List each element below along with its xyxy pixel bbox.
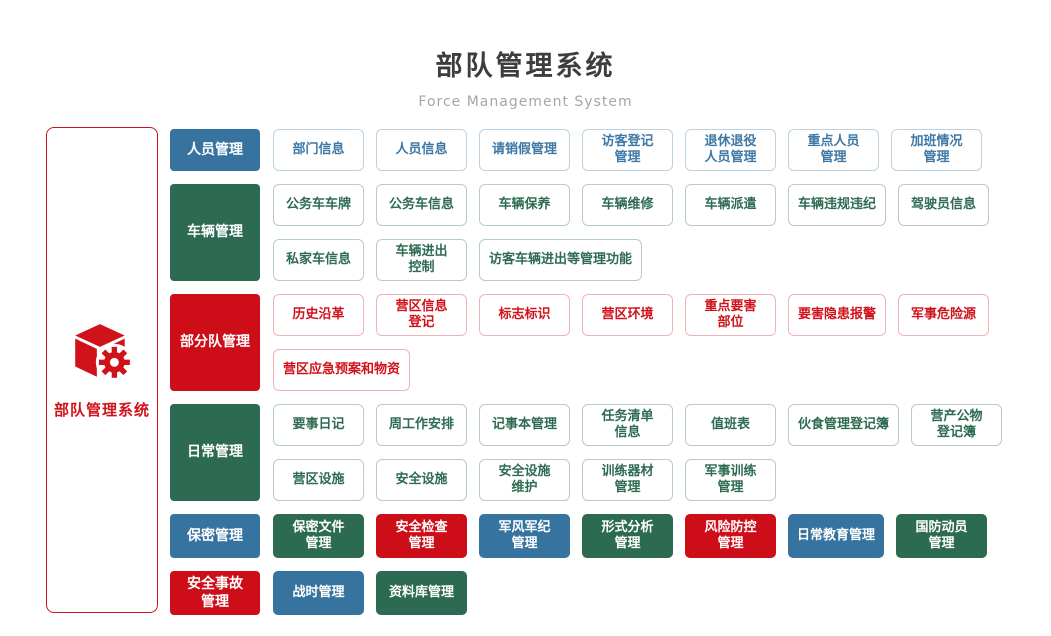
- row-unit: 部分队管理历史沿革营区信息 登记标志标识营区环境重点要害 部位要害隐患报警军事危…: [170, 294, 1002, 391]
- node-item: 国防动员 管理: [896, 514, 988, 558]
- node-item: 标志标识: [479, 294, 570, 336]
- node-item: 周工作安排: [376, 404, 467, 446]
- node-item: 形式分析 管理: [582, 514, 673, 558]
- node-item: 私家车信息: [273, 239, 364, 281]
- node-item: 公务车信息: [376, 184, 467, 226]
- node-item: 任务清单 信息: [582, 404, 673, 446]
- node-item: 人员信息: [376, 129, 467, 171]
- node-item: 重点人员 管理: [788, 129, 879, 171]
- node-item: 驾驶员信息: [898, 184, 990, 226]
- items-daily: 要事日记周工作安排记事本管理任务清单 信息值班表伙食管理登记簿营产公物 登记簿营…: [273, 404, 1003, 501]
- node-item: 保密文件 管理: [273, 514, 364, 558]
- node-item: 营产公物 登记簿: [911, 404, 1003, 446]
- item-line: 营区设施安全设施安全设施 维护训练器材 管理军事训练 管理: [273, 459, 1002, 501]
- node-item: 车辆违规违纪: [788, 184, 887, 226]
- row-accident: 安全事故 管理战时管理资料库管理: [170, 571, 1002, 615]
- items-unit: 历史沿革营区信息 登记标志标识营区环境重点要害 部位要害隐患报警军事危险源营区应…: [273, 294, 990, 391]
- node-item: 营区环境: [582, 294, 673, 336]
- node-item: 加班情况 管理: [891, 129, 982, 171]
- category-accident: 安全事故 管理: [170, 571, 260, 615]
- category-secrecy: 保密管理: [170, 514, 260, 558]
- row-daily: 日常管理要事日记周工作安排记事本管理任务清单 信息值班表伙食管理登记簿营产公物 …: [170, 404, 1003, 501]
- node-item: 军事训练 管理: [685, 459, 776, 501]
- item-line: 战时管理资料库管理: [273, 571, 467, 615]
- node-item: 退休退役 人员管理: [685, 129, 776, 171]
- node-item: 车辆进出 控制: [376, 239, 467, 281]
- row-vehicle: 车辆管理公务车车牌公务车信息车辆保养车辆维修车辆派遣车辆违规违纪驾驶员信息私家车…: [170, 184, 1002, 281]
- node-item: 部门信息: [273, 129, 364, 171]
- node-item: 资料库管理: [376, 571, 467, 615]
- node-item: 战时管理: [273, 571, 364, 615]
- node-item: 车辆派遣: [685, 184, 776, 226]
- items-vehicle: 公务车车牌公务车信息车辆保养车辆维修车辆派遣车辆违规违纪驾驶员信息私家车信息车辆…: [273, 184, 990, 281]
- node-item: 车辆保养: [479, 184, 570, 226]
- node-item: 公务车车牌: [273, 184, 364, 226]
- item-line: 历史沿革营区信息 登记标志标识营区环境重点要害 部位要害隐患报警军事危险源: [273, 294, 990, 336]
- node-item: 军风军纪 管理: [479, 514, 570, 558]
- node-item: 值班表: [685, 404, 776, 446]
- node-item: 车辆维修: [582, 184, 673, 226]
- node-item: 请销假管理: [479, 129, 570, 171]
- page-title: 部队管理系统: [435, 51, 616, 82]
- item-line: 部门信息人员信息请销假管理访客登记 管理退休退役 人员管理重点人员 管理加班情况…: [273, 129, 982, 171]
- row-personnel: 人员管理部门信息人员信息请销假管理访客登记 管理退休退役 人员管理重点人员 管理…: [170, 129, 1002, 171]
- items-secrecy: 保密文件 管理安全检查 管理军风军纪 管理形式分析 管理风险防控 管理日常教育管…: [273, 514, 988, 558]
- item-line: 营区应急预案和物资: [273, 349, 989, 391]
- node-item: 安全设施 维护: [479, 459, 570, 501]
- node-item: 历史沿革: [273, 294, 364, 336]
- node-item: 日常教育管理: [788, 514, 885, 558]
- item-line: 公务车车牌公务车信息车辆保养车辆维修车辆派遣车辆违规违纪驾驶员信息: [273, 184, 990, 226]
- page-subtitle: Force Management System: [418, 94, 633, 110]
- row-secrecy: 保密管理保密文件 管理安全检查 管理军风军纪 管理形式分析 管理风险防控 管理日…: [170, 514, 1002, 558]
- root-node: 部队管理系统: [46, 127, 158, 613]
- node-item: 营区应急预案和物资: [273, 349, 411, 391]
- item-line: 保密文件 管理安全检查 管理军风军纪 管理形式分析 管理风险防控 管理日常教育管…: [273, 514, 988, 558]
- node-item: 访客登记 管理: [582, 129, 673, 171]
- node-item: 安全设施: [376, 459, 467, 501]
- items-accident: 战时管理资料库管理: [273, 571, 467, 615]
- node-item: 训练器材 管理: [582, 459, 673, 501]
- rows: 人员管理部门信息人员信息请销假管理访客登记 管理退休退役 人员管理重点人员 管理…: [170, 129, 1003, 615]
- node-item: 营区设施: [273, 459, 364, 501]
- item-line: 私家车信息车辆进出 控制访客车辆进出等管理功能: [273, 239, 989, 281]
- node-item: 要害隐患报警: [788, 294, 887, 336]
- node-item: 风险防控 管理: [685, 514, 776, 558]
- node-item: 要事日记: [273, 404, 364, 446]
- page-header: 部队管理系统 Force Management System: [0, 44, 1051, 110]
- category-personnel: 人员管理: [170, 129, 260, 171]
- root-node-label: 部队管理系统: [53, 400, 150, 419]
- node-item: 记事本管理: [479, 404, 570, 446]
- items-personnel: 部门信息人员信息请销假管理访客登记 管理退休退役 人员管理重点人员 管理加班情况…: [273, 129, 982, 171]
- category-vehicle: 车辆管理: [170, 184, 260, 281]
- category-daily: 日常管理: [170, 404, 260, 501]
- category-unit: 部分队管理: [170, 294, 260, 391]
- node-item: 伙食管理登记簿: [788, 404, 900, 446]
- node-item: 军事危险源: [898, 294, 990, 336]
- node-item: 访客车辆进出等管理功能: [479, 239, 643, 281]
- cube-gear-icon: [69, 321, 135, 387]
- node-item: 重点要害 部位: [685, 294, 776, 336]
- node-item: 营区信息 登记: [376, 294, 467, 336]
- item-line: 要事日记周工作安排记事本管理任务清单 信息值班表伙食管理登记簿营产公物 登记簿: [273, 404, 1003, 446]
- node-item: 安全检查 管理: [376, 514, 467, 558]
